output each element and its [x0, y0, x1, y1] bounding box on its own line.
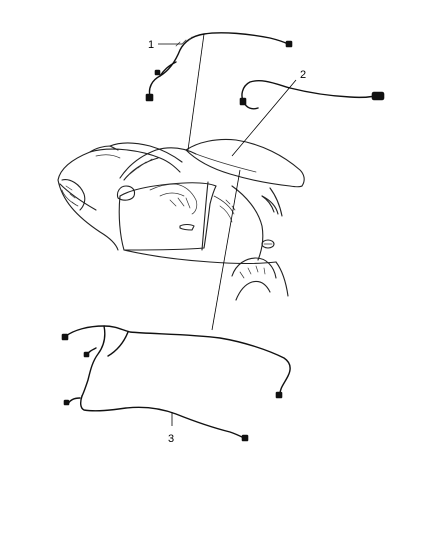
connector-icon: [275, 391, 283, 399]
connector-icon: [145, 93, 154, 102]
callout-3: 3: [168, 433, 174, 445]
connector-icon: [154, 69, 161, 76]
connector-icon: [83, 351, 90, 358]
leader-lines: [158, 33, 297, 426]
connector-icon: [63, 399, 70, 406]
connector-icon: [241, 434, 249, 442]
harness-2: [239, 79, 385, 110]
harness-1: [145, 32, 293, 102]
connector-icon: [371, 91, 385, 101]
vehicle-body: [57, 138, 305, 301]
callout-1: 1: [148, 39, 154, 51]
connector-icon: [61, 333, 69, 341]
harness-3: [61, 325, 291, 442]
callout-2: 2: [300, 69, 306, 81]
connector-icon: [285, 40, 293, 48]
connector-icon: [239, 97, 247, 106]
